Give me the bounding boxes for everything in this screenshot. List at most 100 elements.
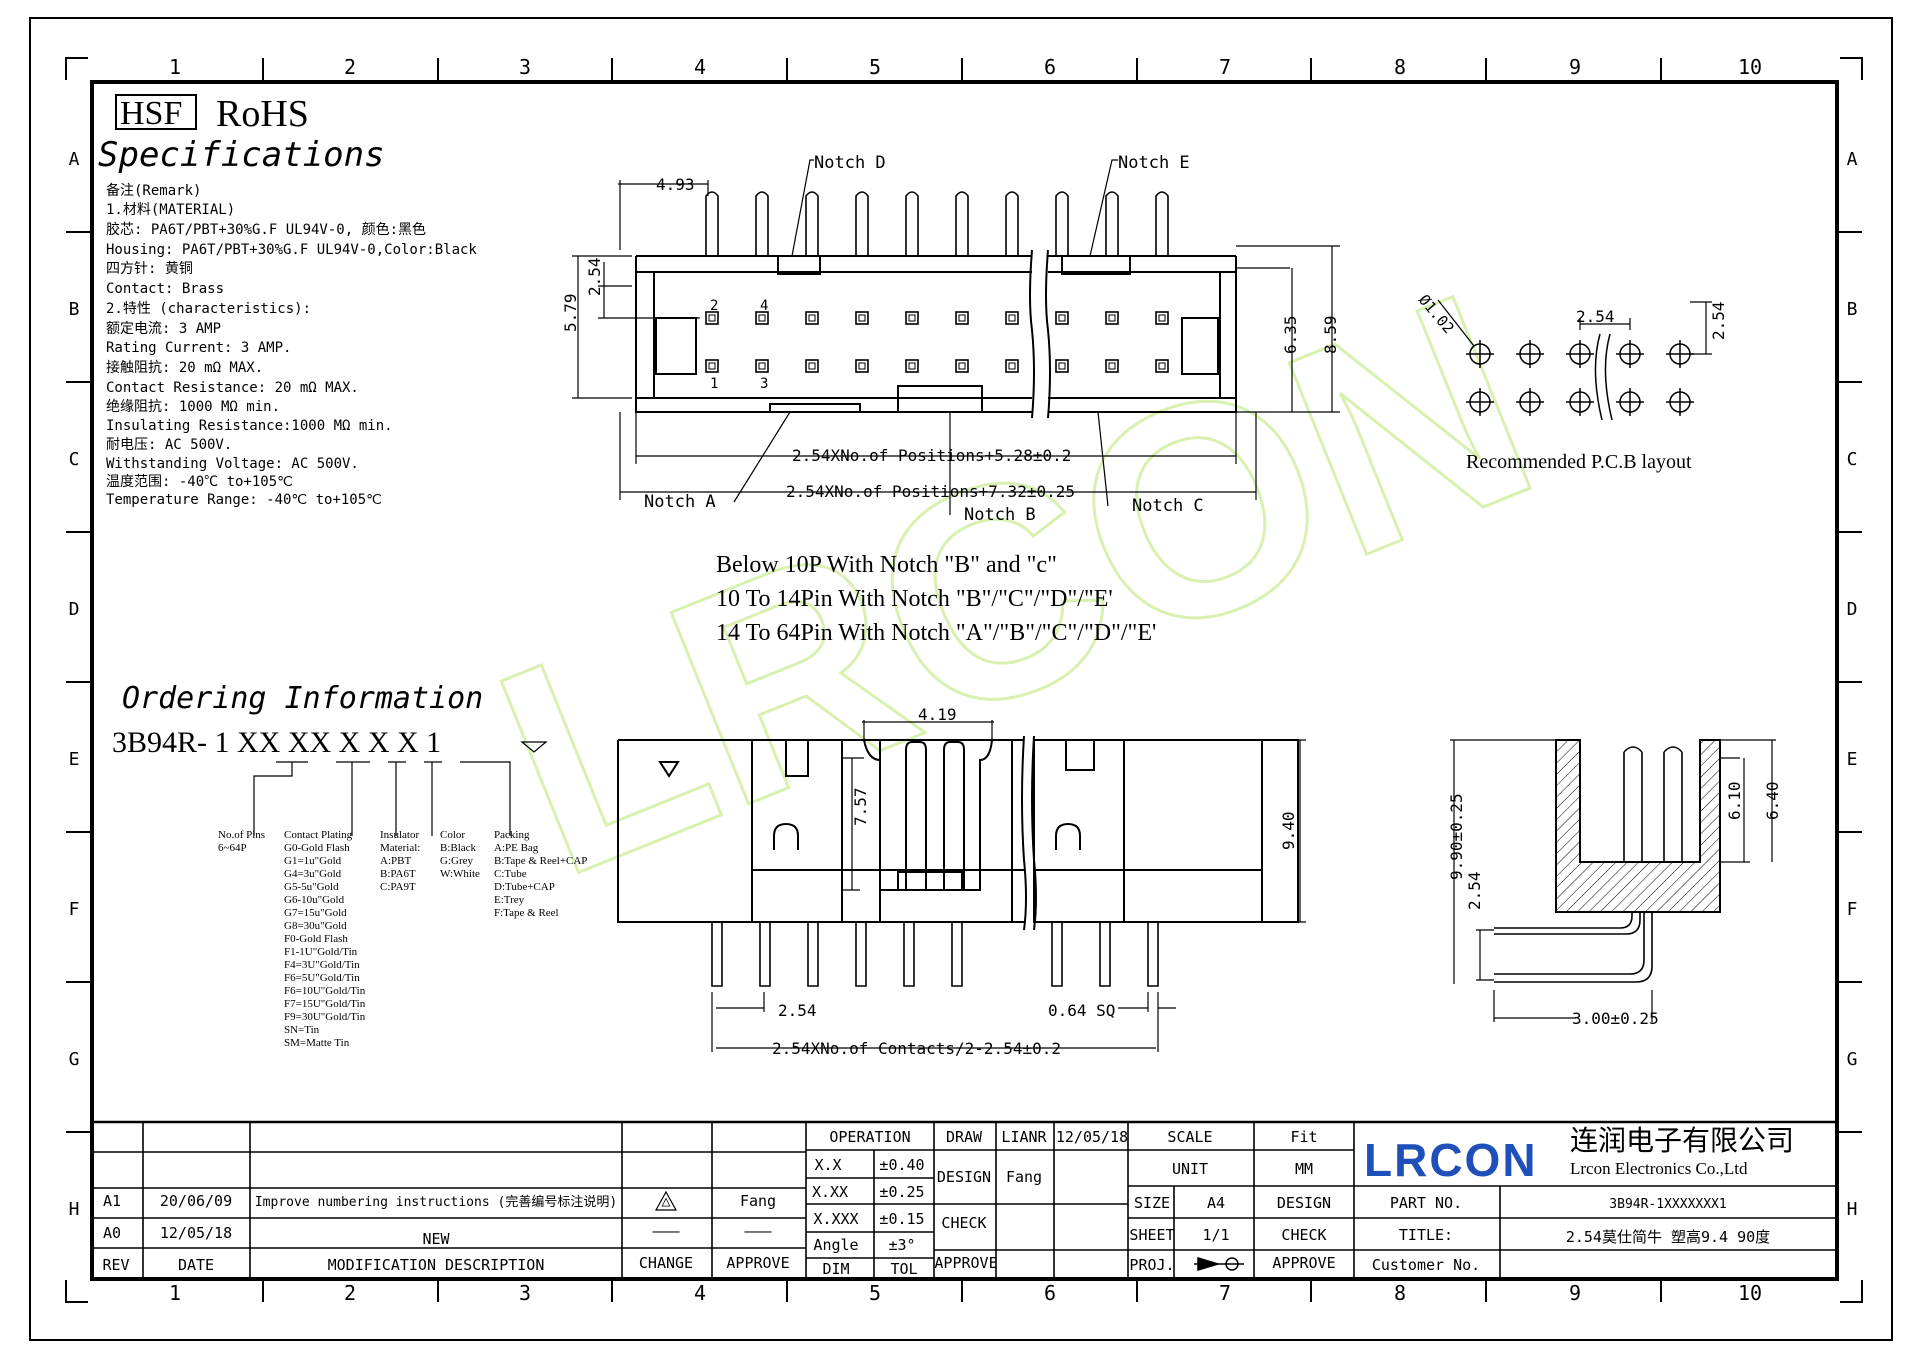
dim-positions-7-32: 2.54XNo.of Positions+7.32±0.25 <box>786 482 1075 501</box>
row-label-left: C <box>69 449 80 470</box>
ordering-leaders <box>253 741 548 836</box>
tol-angle-label: Angle <box>813 1236 858 1254</box>
option-color-line: G:Grey <box>440 855 473 867</box>
pcb-caption: Recommended P.C.B layout <box>1466 451 1692 473</box>
option-packing-line: D:Tube+CAP <box>494 881 555 893</box>
tol-xxxx-value: ±0.15 <box>879 1210 924 1228</box>
title-value: 2.54莫仕简牛 塑高9.4 90度 <box>1566 1228 1770 1246</box>
option-plating-line: G1=1u"Gold <box>284 855 342 867</box>
spec-line: 胶芯: PA6T/PBT+30%G.F UL94V-0, 颜色:黑色 <box>106 221 426 238</box>
option-packing-line: Packing <box>494 829 530 841</box>
option-plating-line: F1-1U"Gold/Tin <box>284 946 358 958</box>
drawer-name: LIANR <box>1001 1128 1047 1146</box>
row-label-left: A <box>69 149 80 170</box>
option-plating-line: F6=5U"Gold/Tin <box>284 972 360 984</box>
option-plating-line: G5-5u"Gold <box>284 881 339 893</box>
note-line: Below 10P With Notch "B" and "c" <box>716 552 1057 578</box>
option-plating-line: F0-Gold Flash <box>284 933 348 945</box>
row-label-right: G <box>1847 1049 1858 1070</box>
title-label: TITLE: <box>1399 1226 1453 1244</box>
spec-line: 绝缘阻抗: 1000 MΩ min. <box>106 399 280 415</box>
side-view <box>1450 739 1776 1022</box>
zone-ticks <box>66 58 1862 1302</box>
option-plating-line: G8=30u"Gold <box>284 920 347 932</box>
option-plating-line: G6-10u"Gold <box>284 894 345 906</box>
company-logo: LRCON <box>1364 1134 1538 1186</box>
draw-date: 12/05/18 <box>1056 1128 1128 1146</box>
spec-list: 备注(Remark) 1.材料(MATERIAL) 胶芯: PA6T/PBT+3… <box>106 182 477 508</box>
col-label-bottom: 3 <box>519 1281 531 1305</box>
option-pins-line: 6~64P <box>218 842 247 854</box>
revision-triangle-icon <box>654 1190 678 1211</box>
row-label-right: E <box>1847 749 1858 770</box>
dim-5-79: 5.79 <box>561 293 580 332</box>
row-label-left: D <box>69 599 80 620</box>
design-label: DESIGN <box>937 1168 991 1186</box>
dim-2-54-front: 2.54 <box>778 1001 817 1020</box>
option-color-line: B:Black <box>440 842 477 854</box>
scale-label: SCALE <box>1167 1128 1212 1146</box>
col-label-top: 3 <box>519 55 531 79</box>
hsf-box <box>115 94 197 130</box>
dim-7-57: 7.57 <box>851 787 870 826</box>
projection-icon <box>1194 1256 1244 1272</box>
spec-line: 备注(Remark) <box>106 182 201 199</box>
row-label-right: B <box>1847 299 1858 320</box>
ordering-title: Ordering Information <box>122 681 483 716</box>
option-plating-line: F9=30U"Gold/Tin <box>284 1011 366 1023</box>
title-block-grid <box>92 1120 1837 1279</box>
unit-label: UNIT <box>1172 1160 1208 1178</box>
ordering-options: No.of Pins 6~64P Contact Plating G0-Gold… <box>218 829 587 1049</box>
option-packing-line: B:Tape & Reel+CAP <box>494 855 587 867</box>
dim-label: DIM <box>822 1260 849 1278</box>
check2-label: CHECK <box>1281 1226 1326 1244</box>
col-label-bottom: 2 <box>344 1281 356 1305</box>
row-label-left: F <box>69 899 80 920</box>
tol-xx-label: X.X <box>814 1156 841 1174</box>
row-label-left: E <box>69 749 80 770</box>
option-insulator-line: Material: <box>380 842 420 854</box>
sheet-value: 1/1 <box>1202 1226 1229 1244</box>
dim-2-54-side: 2.54 <box>1465 871 1484 910</box>
col-label-bottom: 6 <box>1044 1281 1056 1305</box>
approve-header: APPROVE <box>726 1254 789 1272</box>
dim-6-10: 6.10 <box>1725 781 1744 820</box>
company-name-en: Lrcon Electronics Co.,Ltd <box>1570 1159 1748 1178</box>
spec-line: 额定电流: 3 AMP <box>106 321 221 337</box>
approve2-label: APPROVE <box>1272 1254 1335 1272</box>
option-plating-line: SM=Matte Tin <box>284 1037 350 1049</box>
check-label: CHECK <box>941 1214 986 1232</box>
row-label-right: C <box>1847 449 1858 470</box>
size-label: SIZE <box>1134 1194 1170 1212</box>
proj-label: PROJ. <box>1129 1256 1174 1274</box>
spec-line: Temperature Range: -40℃ to+105℃ <box>106 492 382 508</box>
pcb-holes <box>1466 333 1694 421</box>
option-packing-line: F:Tape & Reel <box>494 907 559 919</box>
spec-line: Contact Resistance: 20 mΩ MAX. <box>106 380 359 396</box>
outer-border <box>29 17 1893 1341</box>
rev-a0-desc: NEW <box>422 1230 450 1248</box>
option-insulator-line: Insulator <box>380 829 419 841</box>
tol-xx-value: ±0.40 <box>879 1156 924 1174</box>
option-color-line: Color <box>440 829 465 841</box>
watermark-logo: LRCON <box>458 228 1573 939</box>
option-plating-line: G0-Gold Flash <box>284 842 350 854</box>
top-view <box>572 159 1340 515</box>
col-label-top: 10 <box>1738 55 1762 79</box>
pin-label-4: 4 <box>760 298 768 314</box>
option-plating-line: F7=15U"Gold/Tin <box>284 998 366 1010</box>
dim-6-40: 6.40 <box>1763 781 1782 820</box>
design2-label: DESIGN <box>1277 1194 1331 1212</box>
tol-angle-value: ±3° <box>888 1236 915 1254</box>
option-insulator-line: B:PA6T <box>380 868 416 880</box>
spec-line: 1.材料(MATERIAL) <box>106 202 235 218</box>
col-label-bottom: 1 <box>169 1281 181 1305</box>
option-plating-line: SN=Tin <box>284 1024 320 1036</box>
option-insulator-line: A:PBT <box>380 855 411 867</box>
rev-a0: A0 <box>103 1224 121 1242</box>
row-label-left: G <box>69 1049 80 1070</box>
col-label-bottom: 5 <box>869 1281 881 1305</box>
pcb-layout <box>1437 299 1712 421</box>
approve-label: APPROVE <box>934 1254 997 1272</box>
tol-label: TOL <box>890 1260 917 1278</box>
